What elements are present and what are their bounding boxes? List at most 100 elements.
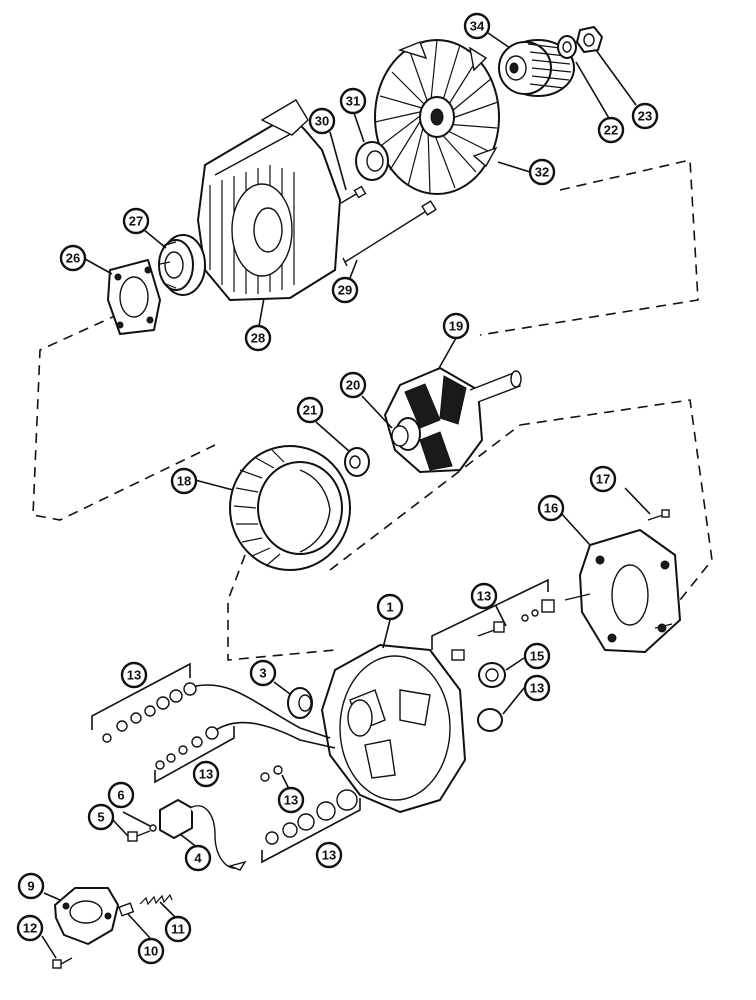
callout-32: 32 <box>528 158 556 186</box>
svg-text:3: 3 <box>259 666 266 681</box>
washer-nut-set-lower <box>265 789 358 845</box>
rectifier-screw <box>647 509 670 521</box>
brush-holder-cover <box>54 887 119 945</box>
callout-5: 5 <box>87 803 115 831</box>
svg-text:12: 12 <box>23 921 37 936</box>
spacer-bushing <box>355 141 389 181</box>
callout-17: 17 <box>589 465 617 493</box>
callout-6: 6 <box>107 781 135 809</box>
callout-1: 1 <box>376 593 404 621</box>
svg-text:34: 34 <box>470 19 485 34</box>
svg-text:17: 17 <box>596 472 610 487</box>
brush-spring <box>139 893 173 906</box>
callout-27: 27 <box>122 207 150 235</box>
callouts: 34 22 23 31 30 32 27 26 29 28 19 20 21 1… <box>16 12 659 965</box>
rear-bearing <box>344 447 370 477</box>
bracket-lower <box>261 798 361 864</box>
callout-34: 34 <box>463 12 491 40</box>
svg-text:15: 15 <box>530 649 544 664</box>
callout-26: 26 <box>59 244 87 272</box>
terminal-hardware-row <box>451 599 555 661</box>
guide-line-middle <box>329 424 521 571</box>
washer-nut-set-small <box>260 765 283 782</box>
bracket-top-right <box>431 578 549 650</box>
svg-text:23: 23 <box>638 109 652 124</box>
callout-13-spacer: 13 <box>523 674 551 702</box>
callout-29: 29 <box>331 276 359 304</box>
svg-text:20: 20 <box>346 378 360 393</box>
capacitor-washer <box>149 824 157 832</box>
callout-15: 15 <box>523 642 551 670</box>
front-bearing <box>158 234 206 296</box>
svg-text:11: 11 <box>171 922 185 937</box>
guide-line-lower <box>227 554 336 661</box>
svg-text:27: 27 <box>129 214 143 229</box>
bracket-left-middle <box>154 726 235 784</box>
screw <box>340 185 367 204</box>
cover-screw <box>52 957 73 969</box>
svg-text:21: 21 <box>303 403 317 418</box>
svg-text:28: 28 <box>251 331 265 346</box>
callout-3: 3 <box>249 659 277 687</box>
callout-22: 22 <box>597 116 625 144</box>
callout-10: 10 <box>137 937 165 965</box>
svg-text:10: 10 <box>144 944 158 959</box>
lock-washer <box>557 35 577 59</box>
callout-13-left-upper: 13 <box>120 661 148 689</box>
svg-text:13: 13 <box>322 848 336 863</box>
svg-text:18: 18 <box>177 474 191 489</box>
callout-23: 23 <box>631 102 659 130</box>
svg-text:22: 22 <box>604 123 618 138</box>
svg-text:31: 31 <box>346 94 360 109</box>
svg-text:30: 30 <box>315 114 329 129</box>
assembly-guide-lines <box>32 159 713 661</box>
svg-text:4: 4 <box>194 851 202 866</box>
bracket-left-upper <box>91 662 191 730</box>
callout-13-left-middle: 13 <box>192 760 220 788</box>
stator <box>229 445 351 571</box>
terminal-bushing <box>478 662 506 688</box>
svg-text:13: 13 <box>199 767 213 782</box>
lead-wires <box>195 684 336 749</box>
svg-text:29: 29 <box>338 283 352 298</box>
svg-text:6: 6 <box>117 788 124 803</box>
pulley <box>498 39 575 97</box>
callout-30: 30 <box>308 107 336 135</box>
svg-text:13: 13 <box>477 589 491 604</box>
svg-text:32: 32 <box>535 165 549 180</box>
guide-line-lower-right <box>519 399 713 601</box>
svg-text:13: 13 <box>127 668 141 683</box>
callout-18: 18 <box>170 467 198 495</box>
washer-nut-set-middle <box>155 726 219 770</box>
svg-text:19: 19 <box>449 319 463 334</box>
callout-16: 16 <box>537 494 565 522</box>
svg-text:26: 26 <box>66 251 80 266</box>
svg-text:5: 5 <box>97 810 104 825</box>
spacer <box>477 708 503 732</box>
capacitor <box>159 799 247 871</box>
callout-13-lower: 13 <box>315 841 343 869</box>
callout-21: 21 <box>296 396 324 424</box>
capacitor-screw <box>127 830 151 842</box>
svg-text:9: 9 <box>27 879 34 894</box>
callout-28: 28 <box>244 324 272 352</box>
callout-13-small: 13 <box>277 786 305 814</box>
callout-13-terminal: 13 <box>470 582 498 610</box>
washer-nut-set-upper <box>102 682 197 743</box>
callout-9: 9 <box>17 872 45 900</box>
brush <box>118 902 135 917</box>
slip-ring-end-housing <box>321 644 466 813</box>
pulley-nut <box>576 26 603 53</box>
callout-12: 12 <box>16 914 44 942</box>
svg-text:1: 1 <box>386 600 393 615</box>
rectifier-assembly <box>564 529 681 653</box>
callout-31: 31 <box>339 87 367 115</box>
bearing-retainer-plate <box>107 259 161 335</box>
guide-line-upper-right <box>479 159 699 336</box>
insulating-bushing <box>287 687 313 719</box>
svg-text:13: 13 <box>530 681 544 696</box>
callout-20: 20 <box>339 371 367 399</box>
rotor <box>384 367 522 473</box>
callout-leaders <box>41 32 651 959</box>
